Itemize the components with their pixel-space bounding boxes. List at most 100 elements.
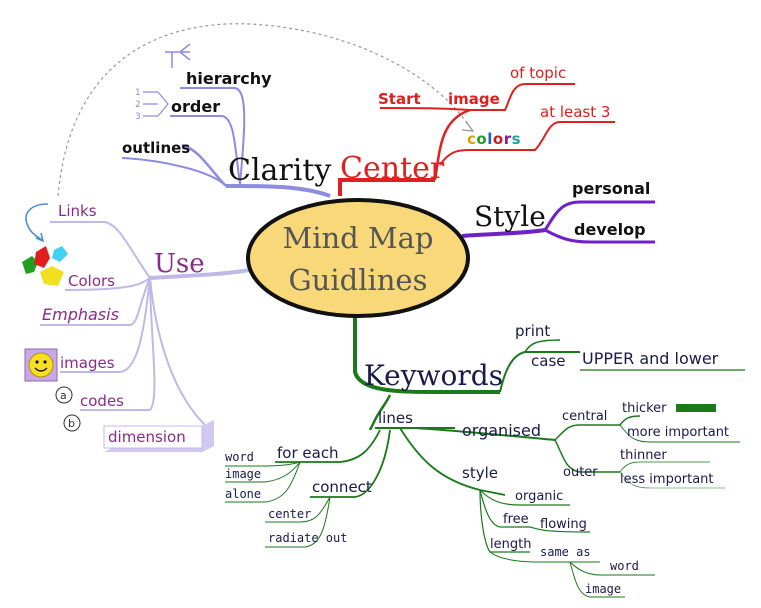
images-label: images bbox=[60, 354, 115, 372]
order-number-1: 1 bbox=[135, 88, 141, 98]
print-case-line bbox=[499, 351, 580, 393]
personal-line bbox=[543, 200, 655, 231]
links-line bbox=[50, 221, 151, 279]
code-mark-b: b bbox=[68, 417, 75, 430]
thicker-bar bbox=[676, 404, 716, 412]
thicker-label: thicker bbox=[622, 401, 667, 416]
order-number-3: 3 bbox=[135, 112, 141, 122]
flowing-label: flowing bbox=[540, 517, 587, 532]
color-splash-icon bbox=[22, 246, 68, 286]
case-label: case bbox=[531, 352, 565, 370]
organic-line bbox=[479, 489, 570, 506]
image-line bbox=[470, 83, 575, 111]
center-branch-label: Center bbox=[340, 151, 445, 186]
free-label: free bbox=[503, 512, 529, 527]
organised-line bbox=[414, 427, 556, 441]
dimension-line bbox=[149, 277, 206, 426]
word-image-alone-lines bbox=[225, 461, 301, 503]
emphasis-label: Emphasis bbox=[42, 305, 119, 324]
outlines-label: outlines bbox=[122, 139, 190, 157]
links-arrow-icon bbox=[25, 203, 49, 241]
hierarchy-icon bbox=[165, 43, 191, 68]
image2-label: image bbox=[585, 582, 621, 596]
colors-line bbox=[439, 121, 615, 166]
clarity-main-line bbox=[225, 183, 331, 198]
order-line bbox=[170, 115, 241, 185]
upper-lower-label: UPPER and lower bbox=[582, 349, 719, 368]
style-label: Style bbox=[474, 200, 546, 233]
organic-label: organic bbox=[515, 489, 563, 504]
develop-label: develop bbox=[574, 220, 646, 239]
less-important-label: less important bbox=[620, 472, 714, 487]
more-important-label: more important bbox=[627, 425, 729, 440]
central-title-line1: Mind Map bbox=[283, 221, 434, 255]
at-least-3-label: at least 3 bbox=[540, 103, 610, 121]
image-label: image bbox=[448, 90, 500, 108]
links-arrowhead bbox=[35, 232, 45, 243]
code-mark-a: a bbox=[60, 389, 67, 402]
develop-line bbox=[544, 228, 655, 244]
of-topic-label: of topic bbox=[510, 64, 566, 82]
colors-use-label: Colors bbox=[68, 272, 115, 290]
lines-stem bbox=[368, 394, 392, 431]
alone-label: alone bbox=[225, 487, 261, 501]
center-kw-label: center bbox=[268, 507, 311, 521]
clarity-branch: 1 2 3 Clarity hierarchy order outlines bbox=[121, 43, 331, 198]
dotted-arrowhead bbox=[461, 121, 475, 132]
keywords-main-line bbox=[353, 300, 500, 394]
codes-line bbox=[80, 277, 156, 411]
start-line bbox=[379, 107, 471, 111]
length-line bbox=[479, 489, 530, 553]
lines-label: lines bbox=[378, 409, 413, 427]
central-node: Mind Map Guidlines bbox=[246, 198, 470, 318]
word2-label: word bbox=[610, 559, 639, 573]
central-outer-stem bbox=[554, 424, 620, 473]
more-important-line bbox=[619, 424, 740, 443]
image2-line bbox=[569, 561, 625, 598]
start-label: Start bbox=[378, 90, 421, 108]
same-as-label: same as bbox=[540, 545, 591, 559]
emphasis-line bbox=[40, 277, 151, 326]
central-title-line2: Guidlines bbox=[289, 263, 428, 297]
same-as-line bbox=[489, 551, 600, 563]
word-label: word bbox=[225, 450, 254, 464]
free-flowing-line bbox=[479, 489, 591, 533]
thinner-line bbox=[619, 461, 710, 473]
word2-line bbox=[569, 561, 655, 576]
image-kw-label: image bbox=[225, 467, 261, 481]
central-ellipse bbox=[246, 198, 470, 318]
print-line bbox=[524, 339, 561, 353]
use-label: Use bbox=[154, 249, 205, 279]
order-number-2: 2 bbox=[135, 100, 141, 110]
clarity-label: Clarity bbox=[228, 153, 331, 188]
hierarchy-line bbox=[180, 87, 246, 185]
colors-use-line bbox=[64, 277, 151, 291]
organised-label: organised bbox=[462, 421, 541, 440]
less-important-line bbox=[619, 471, 725, 489]
for-each-label: for each bbox=[277, 444, 339, 462]
radiate-out-label: radiate out bbox=[268, 531, 347, 545]
colors-label: colors bbox=[467, 130, 521, 148]
code-marks-icon: a b bbox=[55, 386, 81, 432]
style-main-line bbox=[461, 228, 546, 238]
length-label: length bbox=[490, 537, 531, 552]
thinner-label: thinner bbox=[620, 448, 667, 463]
for-each-line bbox=[275, 429, 381, 463]
center-stem bbox=[433, 108, 471, 181]
order-label: order bbox=[171, 97, 220, 116]
center-radiate-lines bbox=[265, 496, 331, 548]
style-kw-line bbox=[399, 427, 506, 496]
center-main-line bbox=[338, 178, 435, 196]
style-branch: Style personal develop bbox=[461, 179, 655, 244]
dimension-box bbox=[103, 420, 214, 452]
connect-line bbox=[310, 429, 391, 498]
order-list-icon: 1 2 3 bbox=[135, 88, 169, 122]
center-branch: Center Start image of topic at least 3 c… bbox=[338, 64, 615, 196]
links-label: Links bbox=[58, 202, 97, 220]
outlines-line bbox=[121, 157, 227, 187]
hierarchy-label: hierarchy bbox=[186, 69, 272, 88]
keywords-label: Keywords bbox=[364, 359, 503, 392]
images-line bbox=[60, 277, 151, 373]
keywords-branch: Keywords print case UPPER and lower line… bbox=[225, 300, 745, 598]
